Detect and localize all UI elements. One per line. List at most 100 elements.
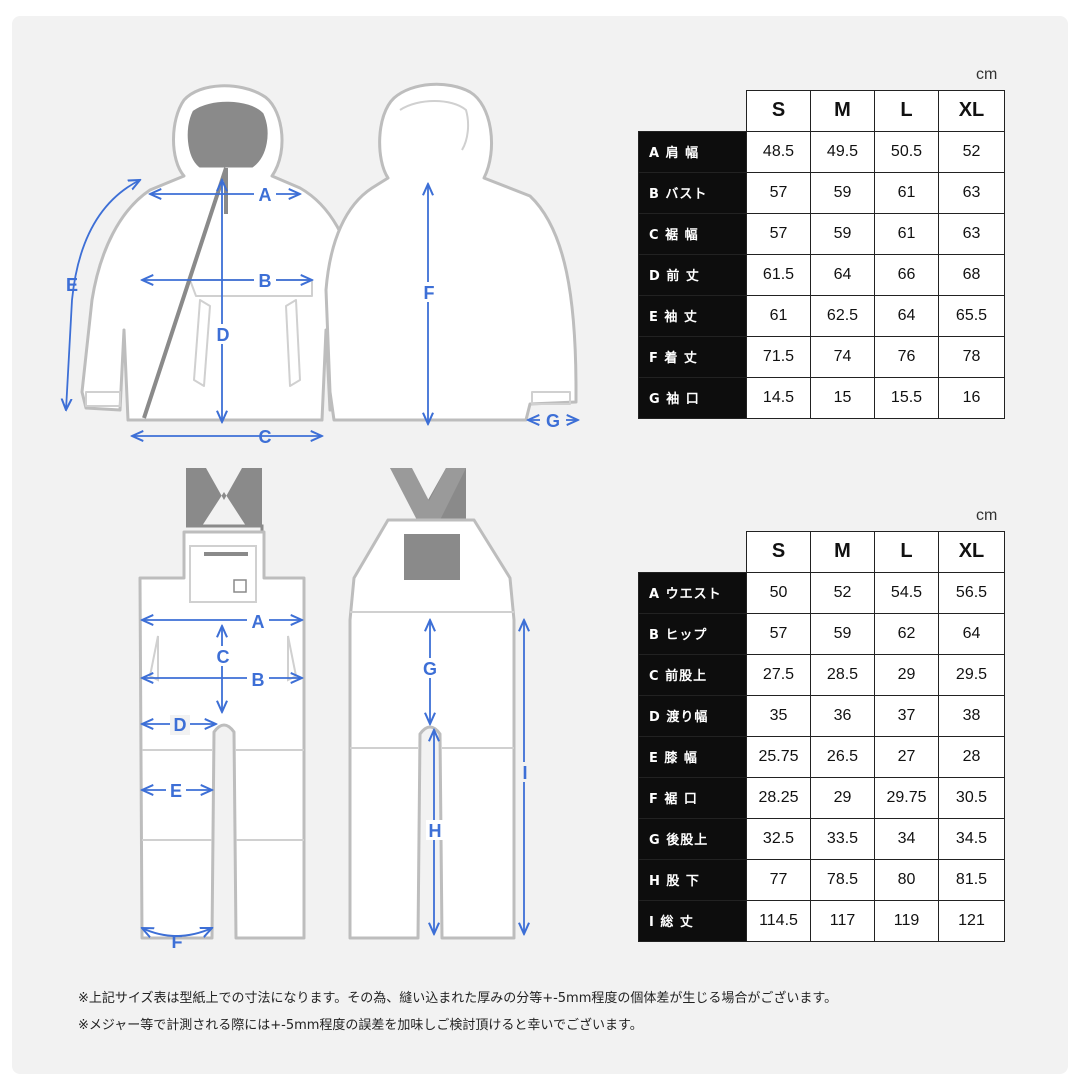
measurement-value: 62 xyxy=(874,612,939,655)
dim-label-pants-i: I xyxy=(522,763,527,783)
size-header: L xyxy=(874,90,939,132)
measurement-value: 59 xyxy=(810,171,875,214)
measurement-value: 30.5 xyxy=(938,776,1005,819)
dim-label-pants-h: H xyxy=(429,821,442,841)
dim-label-pants-f: F xyxy=(172,932,183,952)
measurement-value: 119 xyxy=(874,899,939,942)
measurement-value: 57 xyxy=(746,612,811,655)
measurement-value: 15.5 xyxy=(874,376,939,419)
measurement-value: 59 xyxy=(810,612,875,655)
measurement-label: D 渡り幅 xyxy=(638,694,747,737)
measurement-value: 56.5 xyxy=(938,571,1005,614)
measurement-value: 36 xyxy=(810,694,875,737)
measurement-value: 33.5 xyxy=(810,817,875,860)
measurement-label: G 後股上 xyxy=(638,817,747,860)
measurement-value: 28.25 xyxy=(746,776,811,819)
size-header: S xyxy=(746,90,811,132)
measurement-value: 34.5 xyxy=(938,817,1005,860)
table-header-row: S M L XL xyxy=(639,531,1005,573)
measurement-label: D 前 丈 xyxy=(638,253,747,296)
measurement-value: 57 xyxy=(746,212,811,255)
measurement-value: 52 xyxy=(938,130,1005,173)
measurement-label: B バスト xyxy=(638,171,747,214)
measurement-value: 61 xyxy=(746,294,811,337)
measurement-value: 15 xyxy=(810,376,875,419)
measurement-value: 59 xyxy=(810,212,875,255)
pants-back-drawing xyxy=(348,468,516,940)
measurement-value: 64 xyxy=(938,612,1005,655)
measurement-value: 25.75 xyxy=(746,735,811,778)
dim-label-jacket-e: E xyxy=(66,275,78,295)
pants-front-dimensions xyxy=(142,620,302,936)
measurement-value: 14.5 xyxy=(746,376,811,419)
pants-unit-label: cm xyxy=(976,507,998,524)
measurement-value: 71.5 xyxy=(746,335,811,378)
measurement-value: 64 xyxy=(810,253,875,296)
jacket-back-dimensions xyxy=(428,184,578,424)
footnote-line: ※上記サイズ表は型紙上での寸法になります。その為、縫い込まれた厚みの分等+-5m… xyxy=(78,991,838,1006)
measurement-value: 28 xyxy=(938,735,1005,778)
size-header: S xyxy=(746,531,811,573)
measurement-label: F 裾 口 xyxy=(638,776,747,819)
measurement-value: 57 xyxy=(746,171,811,214)
measurement-value: 29 xyxy=(810,776,875,819)
measurement-label: A 肩 幅 xyxy=(638,130,747,173)
measurement-value: 114.5 xyxy=(746,899,811,942)
measurement-value: 28.5 xyxy=(810,653,875,696)
dim-label-pants-b: B xyxy=(252,670,265,690)
measurement-value: 34 xyxy=(874,817,939,860)
measurement-value: 78.5 xyxy=(810,858,875,901)
dim-label-pants-a: A xyxy=(252,612,265,632)
measurement-label: B ヒップ xyxy=(638,612,747,655)
table-corner xyxy=(639,91,747,132)
measurement-label: C 前股上 xyxy=(638,653,747,696)
dim-label-jacket-b: B xyxy=(259,271,272,291)
measurement-value: 76 xyxy=(874,335,939,378)
size-header: M xyxy=(810,531,875,573)
measurement-value: 27.5 xyxy=(746,653,811,696)
measurement-value: 63 xyxy=(938,171,1005,214)
measurement-value: 35 xyxy=(746,694,811,737)
size-header: L xyxy=(874,531,939,573)
measurement-value: 38 xyxy=(938,694,1005,737)
measurement-value: 61.5 xyxy=(746,253,811,296)
measurement-value: 48.5 xyxy=(746,130,811,173)
table-header-row: S M L XL xyxy=(639,90,1005,132)
zipper-line xyxy=(142,167,228,419)
measurement-value: 66 xyxy=(874,253,939,296)
dim-label-jacket-c: C xyxy=(259,427,272,447)
measurement-label: C 裾 幅 xyxy=(638,212,747,255)
jacket-unit-label: cm xyxy=(976,66,998,83)
measurement-value: 50 xyxy=(746,571,811,614)
measurement-label: E 袖 丈 xyxy=(638,294,747,337)
dim-label-jacket-g: G xyxy=(546,411,560,431)
measurement-value: 77 xyxy=(746,858,811,901)
dim-label-pants-c: C xyxy=(217,647,230,667)
dim-label-jacket-d: D xyxy=(217,325,230,345)
measurement-value: 50.5 xyxy=(874,130,939,173)
dim-label-jacket-f: F xyxy=(424,283,435,303)
measurement-value: 32.5 xyxy=(746,817,811,860)
measurement-value: 117 xyxy=(810,899,875,942)
measurement-label: A ウエスト xyxy=(638,571,747,614)
measurement-value: 26.5 xyxy=(810,735,875,778)
footnote-line: ※メジャー等で計測される際には+-5mm程度の誤差を加味しご検討頂けると幸いでご… xyxy=(78,1018,643,1033)
footnotes: ※上記サイズ表は型紙上での寸法になります。その為、縫い込まれた厚みの分等+-5m… xyxy=(78,985,837,1039)
measurement-value: 121 xyxy=(938,899,1005,942)
measurement-value: 37 xyxy=(874,694,939,737)
measurement-label: H 股 下 xyxy=(638,858,747,901)
measurement-value: 61 xyxy=(874,171,939,214)
